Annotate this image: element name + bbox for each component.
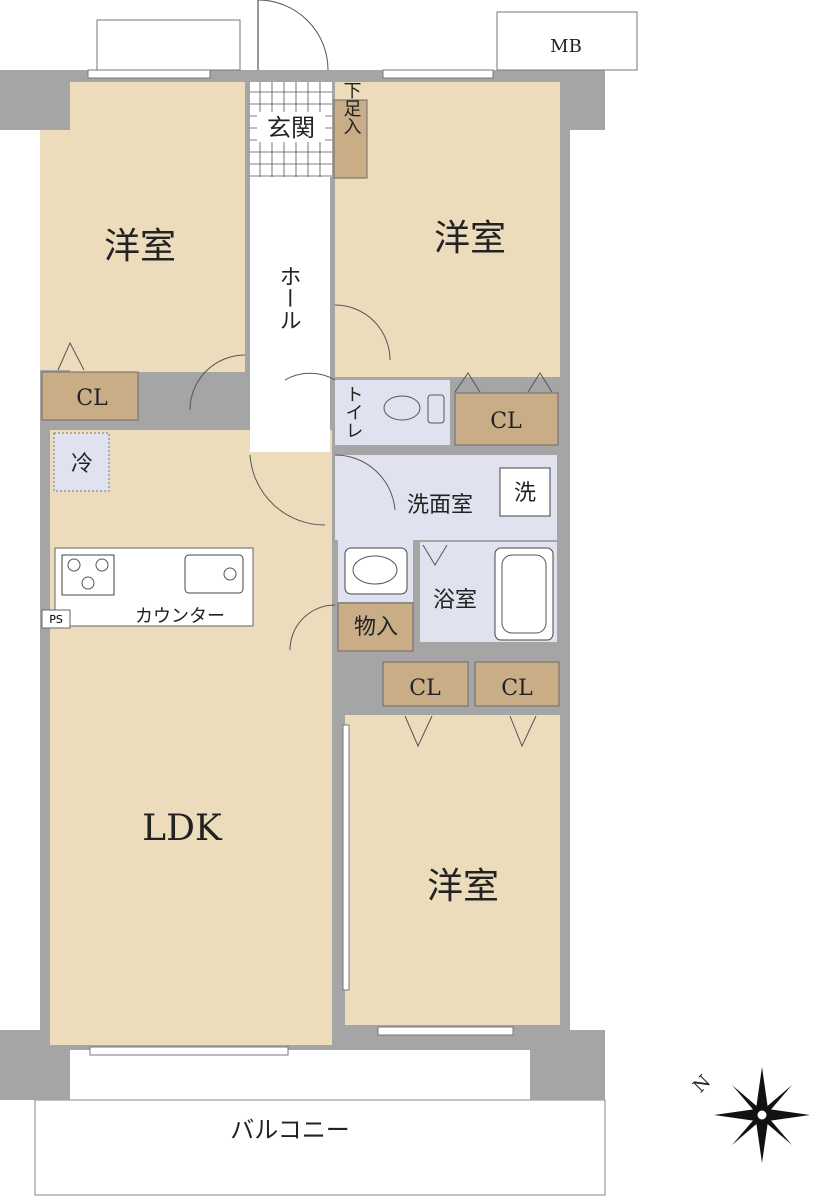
bedroom-se-label: 洋室 (427, 866, 499, 907)
balcony-label: バルコニー (230, 1116, 350, 1144)
closet-nw (41, 371, 139, 421)
drain-icon (223, 567, 237, 581)
window-nw (87, 69, 211, 79)
sink-icon (184, 554, 244, 594)
fridge-space (53, 432, 110, 492)
basin-bowl-icon (352, 555, 398, 585)
hall-label: ホール (276, 265, 301, 331)
storage-label: 物入 (354, 615, 398, 640)
toilet-tank-icon (427, 394, 445, 424)
closet-se-left-label: CL (409, 676, 441, 701)
pipe-space-box (41, 609, 71, 629)
balcony-north (96, 19, 241, 71)
washbasin-icon (344, 547, 408, 595)
washer-label: 洗 (514, 481, 536, 506)
toilet-bowl-icon (383, 395, 421, 421)
ldk-floor (50, 430, 332, 1045)
closet-ne (454, 392, 559, 446)
entrance-label: 玄関 (267, 114, 315, 142)
storage-closet (337, 602, 414, 652)
closet-door-icon (404, 715, 537, 748)
burner-icon (95, 558, 109, 572)
door-swing-nw (189, 354, 246, 411)
pipe-space-label: PS (49, 613, 63, 626)
toilet-label: トイレ (343, 385, 364, 439)
window-ne (382, 69, 494, 79)
door-swing-storage (289, 604, 336, 651)
closet-door-icon (454, 372, 553, 393)
door-swing-toilet (284, 372, 336, 381)
sliding-door-se (342, 724, 350, 991)
washer-icon (499, 467, 551, 517)
closet-ne-label: CL (490, 409, 522, 434)
meter-box-label: MB (550, 36, 582, 57)
stove-icon (61, 554, 115, 596)
closet-nw-label: CL (76, 386, 108, 411)
bedroom-nw-label: 洋室 (104, 226, 176, 267)
balcony-area (34, 1099, 606, 1196)
front-door-swing (257, 0, 329, 71)
counter-label: カウンター (135, 606, 225, 627)
toilet-floor (335, 380, 450, 445)
compass-north-label: N (689, 1071, 715, 1097)
bath-label: 浴室 (433, 588, 477, 613)
closet-door-icon (57, 341, 85, 371)
burner-icon (81, 576, 95, 590)
door-swing-ne (334, 304, 391, 361)
closet-se-right-label: CL (501, 676, 533, 701)
shoe-storage-label: 下足入 (341, 81, 362, 135)
bathtub-icon (494, 547, 554, 641)
burner-icon (67, 558, 81, 572)
bedroom-se-floor (345, 715, 560, 1025)
compass-rose-icon (714, 1067, 810, 1163)
window-se (377, 1026, 514, 1036)
bedroom-ne-floor (335, 82, 560, 377)
closet-se-right (474, 661, 560, 707)
door-swing-washroom (334, 454, 396, 511)
window-ldk (89, 1046, 289, 1056)
entrance-label-bg (257, 112, 325, 142)
door-swing-ldk (249, 454, 326, 526)
bedroom-ne-label: 洋室 (434, 218, 506, 259)
ldk-label: LDK (142, 808, 223, 849)
washroom-label: 洗面室 (407, 493, 473, 518)
meter-box (496, 11, 638, 71)
fridge-label: 冷 (71, 452, 93, 477)
closet-se-left (382, 661, 469, 707)
column-nw (0, 70, 70, 130)
shoe-storage (333, 99, 368, 179)
bath-door-icon (422, 544, 448, 566)
column-se (530, 1030, 605, 1100)
bedroom-nw-floor-2 (40, 130, 245, 370)
bathtub-inner-icon (501, 554, 547, 634)
